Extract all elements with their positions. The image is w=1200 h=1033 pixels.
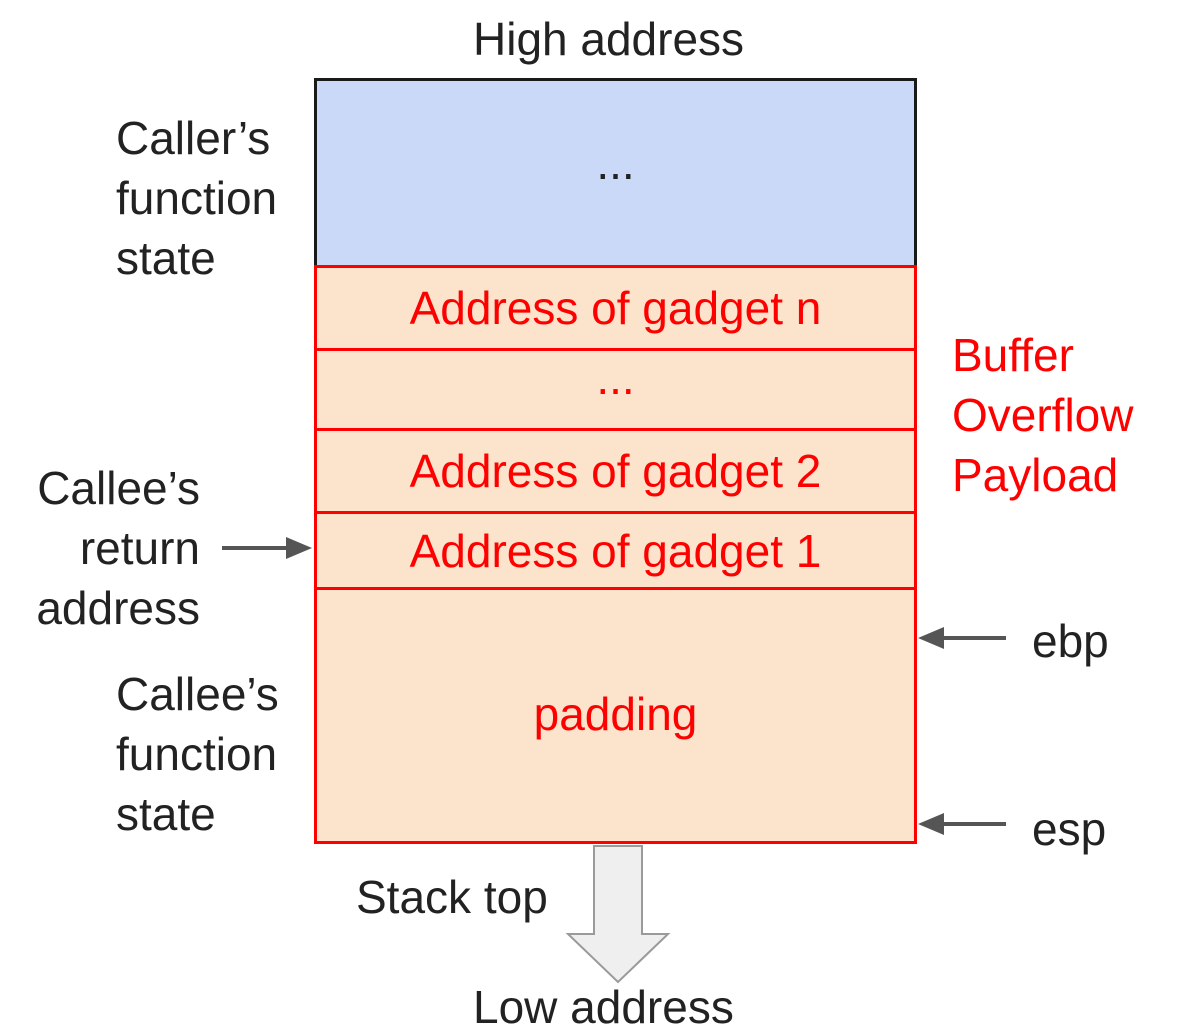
- stack-cell-label: padding: [533, 687, 698, 740]
- buffer-overflow-payload-label: Buffer Overflow Payload: [952, 329, 1134, 501]
- stack-cell-label: ...: [596, 137, 635, 189]
- stack-top-down-arrow: [565, 845, 671, 984]
- stack-top-label: Stack top: [356, 871, 548, 923]
- stack-cell-padding: padding: [314, 587, 917, 844]
- esp-arrow: [918, 813, 1006, 835]
- low-address-label: Low address: [473, 981, 734, 1033]
- ebp-arrow: [918, 627, 1006, 649]
- callee-state-label: Callee’s function state: [116, 668, 279, 840]
- stack-cell-label: Address of gadget 2: [409, 445, 822, 497]
- high-address-label: High address: [473, 13, 745, 65]
- stack-cell-caller-state: ...: [314, 78, 917, 268]
- stack-cell-gadget-2: Address of gadget 2: [314, 428, 917, 514]
- stack-cell-label: Address of gadget n: [409, 282, 822, 334]
- ebp-label: ebp: [1032, 615, 1109, 667]
- stack-cell-label: ...: [596, 351, 635, 404]
- callee-return-address-label: Callee’s return address: [36, 462, 200, 634]
- stack-cell-label: Address of gadget 1: [409, 524, 822, 577]
- stack-cell-gadget-1: Address of gadget 1: [314, 511, 917, 590]
- esp-label: esp: [1032, 803, 1107, 855]
- caller-state-label: Caller’s function state: [116, 112, 278, 284]
- stack-cell-gadget-n: Address of gadget n: [314, 265, 917, 351]
- return-address-arrow: [222, 537, 312, 559]
